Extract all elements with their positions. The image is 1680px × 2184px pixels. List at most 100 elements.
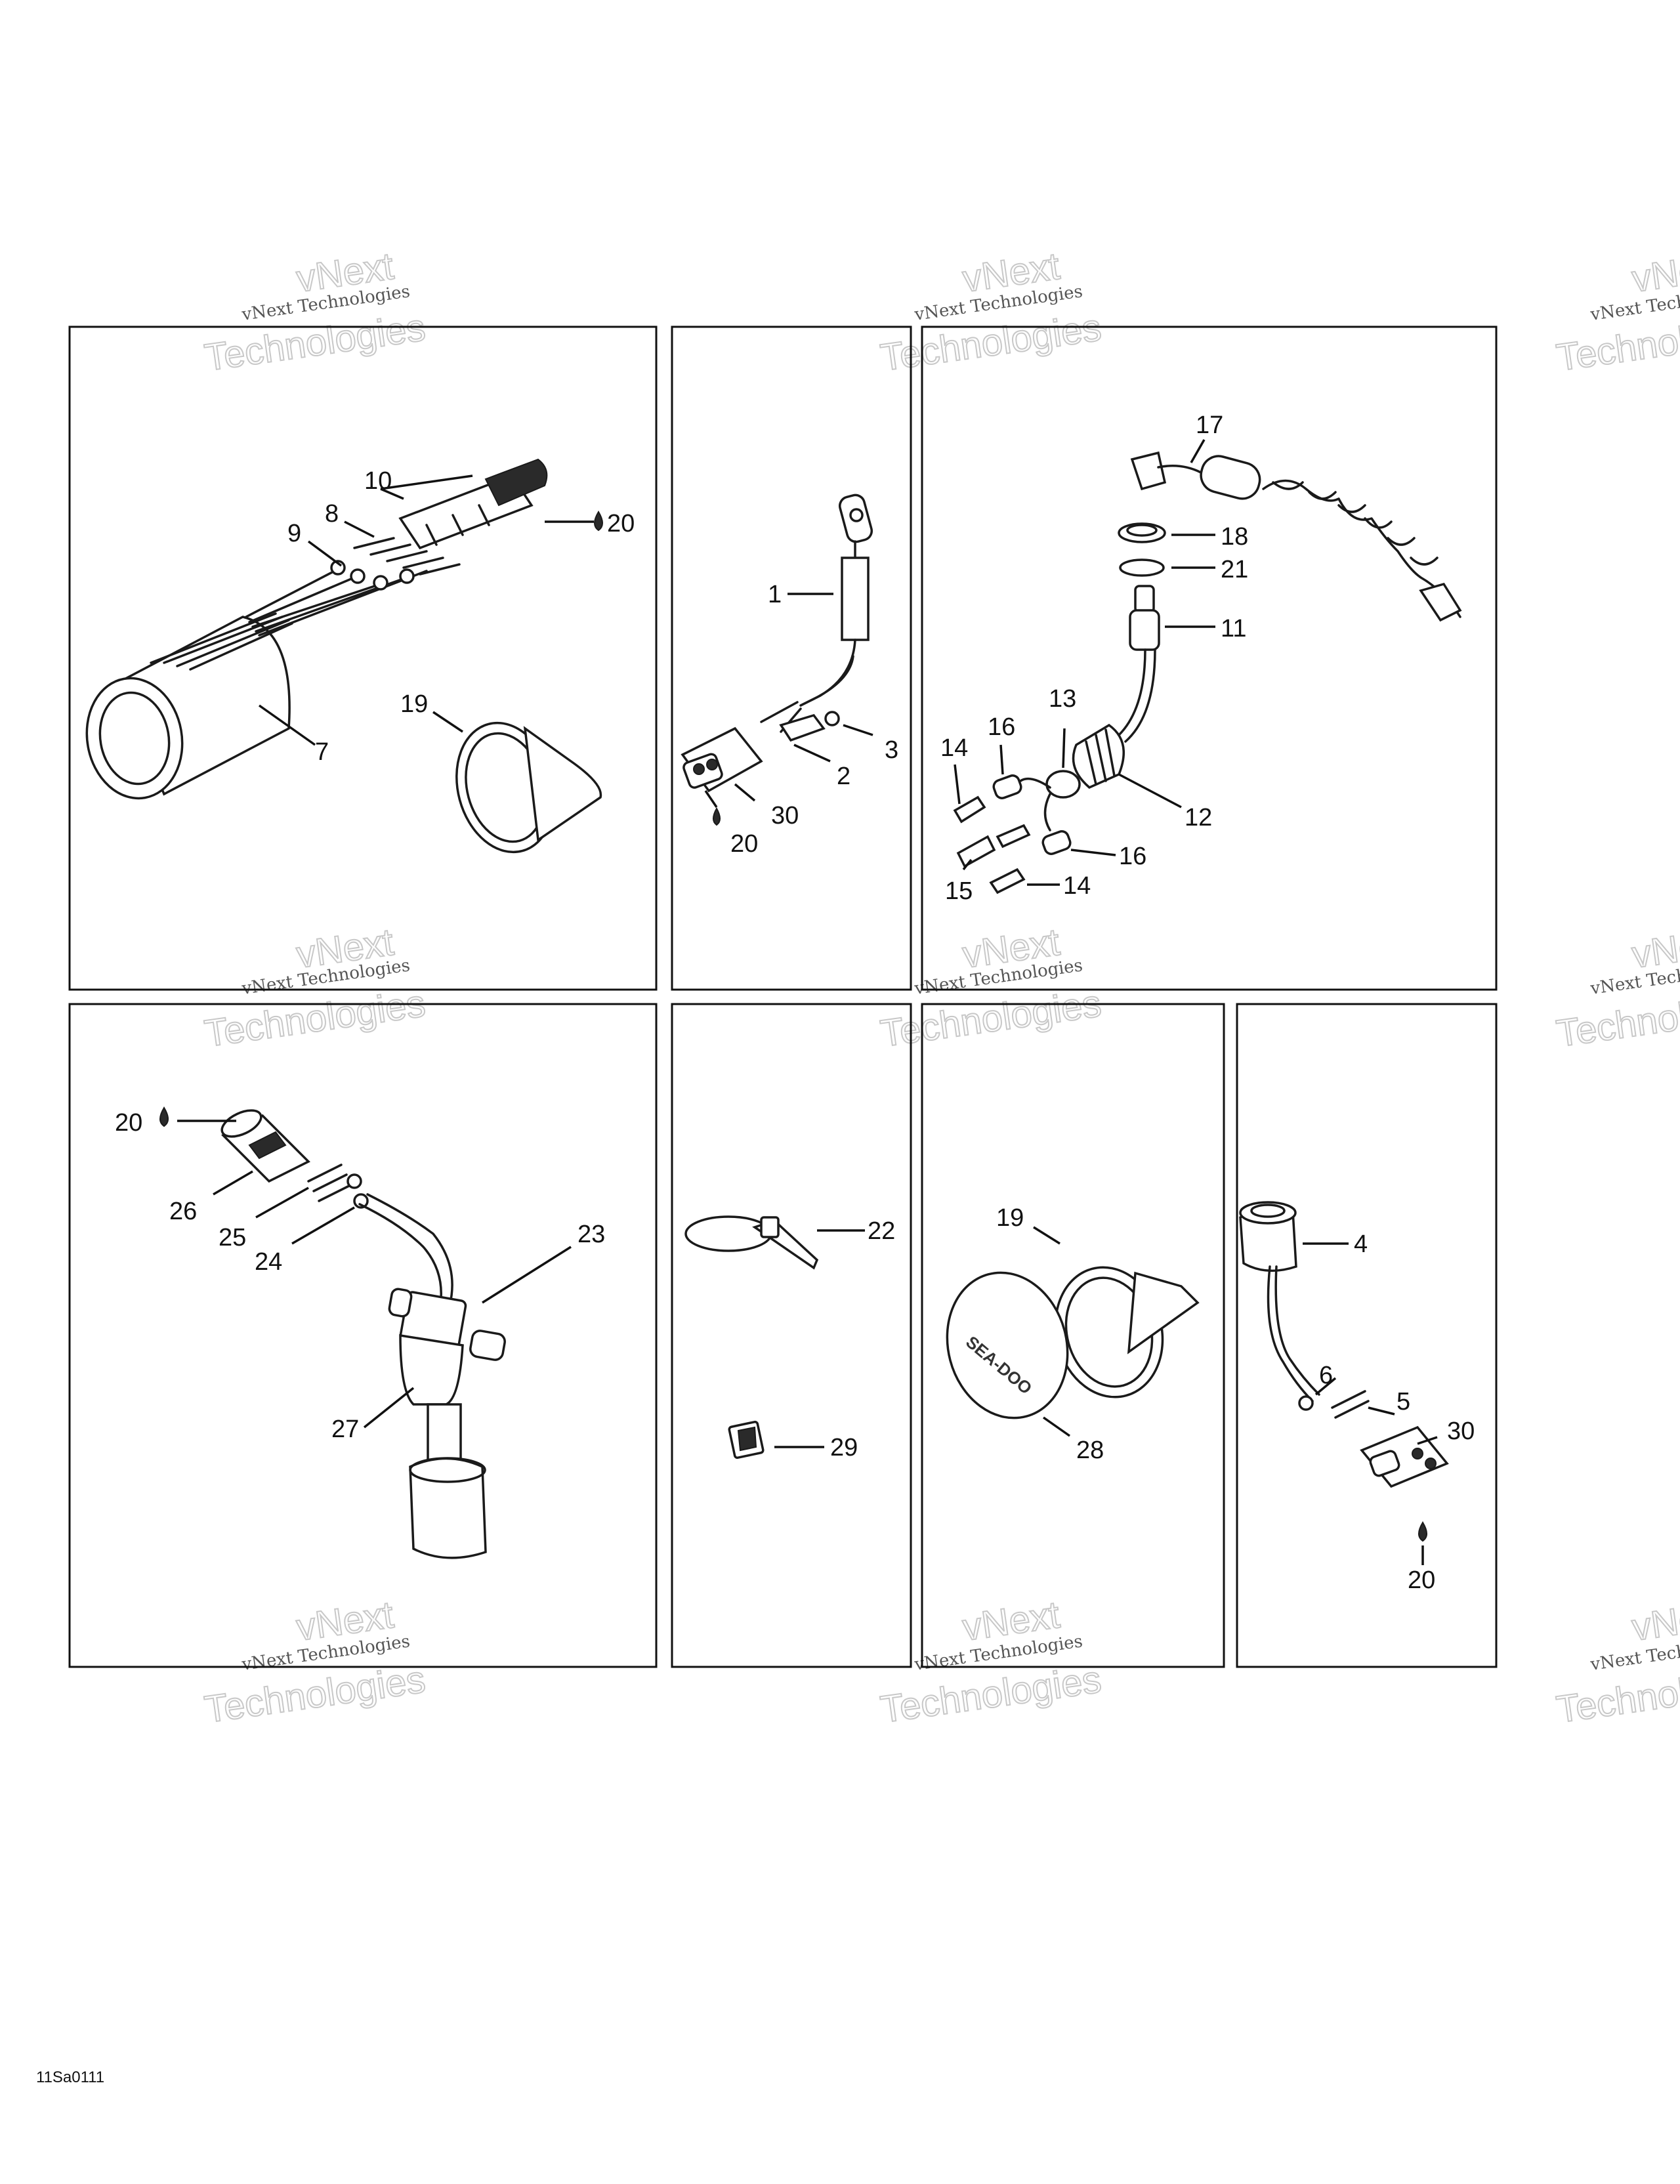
temp-sensor-leaders [1303, 1242, 1438, 1565]
fuel-sender-leaders [177, 1120, 572, 1429]
callout-label: 30 [771, 802, 799, 830]
callout-label: 4 [1354, 1230, 1368, 1258]
callout-label: 6 [1319, 1362, 1333, 1389]
sunshade-visor [523, 726, 602, 843]
sleeve-15 [956, 835, 996, 868]
terminal-nut [824, 711, 840, 726]
panel-gauge [68, 326, 658, 991]
switch-boot [1072, 723, 1125, 789]
callout-label: 30 [1447, 1418, 1475, 1445]
watermark-6: vNext vNext Technologies Technologies [1553, 920, 1680, 1056]
gauge-leaders [258, 474, 594, 746]
callout-label: 27 [331, 1416, 359, 1443]
switch-stem [1134, 585, 1155, 614]
coil-loops [1272, 481, 1438, 566]
connector-seal [484, 458, 548, 507]
seal-6 [1298, 1395, 1314, 1411]
panel-fuel-sender [68, 1003, 658, 1668]
ties-leaders [774, 1229, 865, 1448]
ignition-leaders [954, 439, 1215, 886]
panel-frames [68, 326, 1498, 1668]
callout-label: 17 [1196, 411, 1223, 439]
panel-ties [671, 1003, 912, 1668]
sealant-drop-icon [159, 1106, 169, 1127]
callout-label: 22 [868, 1217, 895, 1245]
sender-collar [399, 1334, 464, 1406]
gauge-cover-28 [946, 1271, 1069, 1419]
callout-label: 20 [730, 830, 758, 858]
watermark-text: Technologies [878, 1658, 1104, 1731]
temp-sensor-assembly [1239, 1201, 1449, 1542]
grommet-wires [1019, 777, 1051, 831]
terminal-set [330, 537, 461, 591]
coil-cord [1262, 479, 1461, 618]
callout-label: 20 [607, 510, 635, 537]
panel-ignition-switch [921, 326, 1498, 991]
ignition-switch-assembly [953, 451, 1462, 894]
callout-label: 18 [1221, 523, 1248, 551]
gauge-wires [245, 570, 428, 637]
callout-label: 13 [1049, 685, 1076, 713]
fuel-sender-callouts: 20 26 25 24 23 27 [115, 1109, 605, 1443]
connector-housing-16 [992, 774, 1022, 799]
grommet [1045, 770, 1081, 799]
watermark-9: vNext vNext Technologies Technologies [1553, 1593, 1680, 1732]
callout-label: 5 [1396, 1388, 1410, 1416]
sealant-drop-icon [1418, 1521, 1427, 1542]
switch-body [1129, 609, 1160, 651]
sender-float [409, 1457, 487, 1559]
temp-sensor-wire [1267, 1265, 1320, 1402]
lead-wire [799, 639, 856, 707]
sealant-drop-icon [594, 511, 603, 532]
callout-label: 20 [1408, 1566, 1435, 1594]
watermark-text: Technologies [202, 982, 428, 1055]
callout-label: 29 [830, 1434, 858, 1461]
callout-label: 28 [1076, 1437, 1104, 1464]
cover-leaders [1033, 1226, 1071, 1437]
callout-label: 2 [837, 763, 850, 790]
callout-label: 11 [1221, 615, 1246, 642]
gauge-callouts: 10 8 9 20 7 19 [287, 467, 635, 766]
watermark-text: Technologies [202, 306, 428, 379]
terminal-2 [779, 713, 826, 742]
figure-id: 11Sa0111 [36, 2068, 104, 2086]
watermark-3: vNext vNext Technologies Technologies [1553, 244, 1680, 380]
terminals-25 [307, 1164, 353, 1202]
ignition-callouts: 17 18 21 11 13 16 14 12 15 16 14 [940, 411, 1248, 905]
sensor-lead-leaders [704, 593, 873, 808]
terminal-14 [989, 868, 1026, 894]
sender-wire [358, 1193, 453, 1311]
callout-label: 3 [885, 736, 898, 764]
terminals-5 [1331, 1390, 1370, 1419]
callout-label: 9 [287, 520, 301, 547]
panel-cover [921, 1003, 1225, 1668]
watermark-7: vNext vNext Technologies Technologies [201, 1593, 429, 1732]
callout-label: 10 [364, 467, 392, 495]
lanyard-key [1130, 451, 1167, 491]
cable-tie-loop [684, 1215, 772, 1252]
lanyard-clip [1419, 582, 1462, 622]
connector-slots [425, 504, 490, 546]
gauge-dial [98, 691, 171, 786]
callout-label: 19 [996, 1204, 1024, 1232]
callout-label: 25 [219, 1224, 246, 1251]
ring-terminal [838, 494, 873, 543]
panel-sensor-lead [671, 326, 912, 991]
sunshade-visor [1127, 1271, 1200, 1354]
callout-label: 24 [255, 1248, 282, 1276]
cover-assembly: SEA-DOO [946, 1266, 1200, 1419]
ties-assembly [684, 1215, 819, 1460]
seal-24 [346, 1173, 362, 1189]
watermark-text: vNext [1629, 245, 1680, 301]
callout-label: 15 [945, 877, 973, 905]
sealant-drop-icon [713, 807, 721, 826]
temp-sensor-callouts: 4 6 5 30 20 [1319, 1230, 1475, 1594]
callout-label: 14 [940, 734, 968, 762]
switch-lead [1118, 648, 1156, 743]
sensor-lead-assembly [681, 494, 873, 826]
watermark-text: vNext [1629, 1593, 1680, 1649]
callout-label: 20 [115, 1109, 142, 1137]
callout-label: 26 [169, 1198, 197, 1225]
cover-callouts: 19 28 [996, 1204, 1104, 1464]
